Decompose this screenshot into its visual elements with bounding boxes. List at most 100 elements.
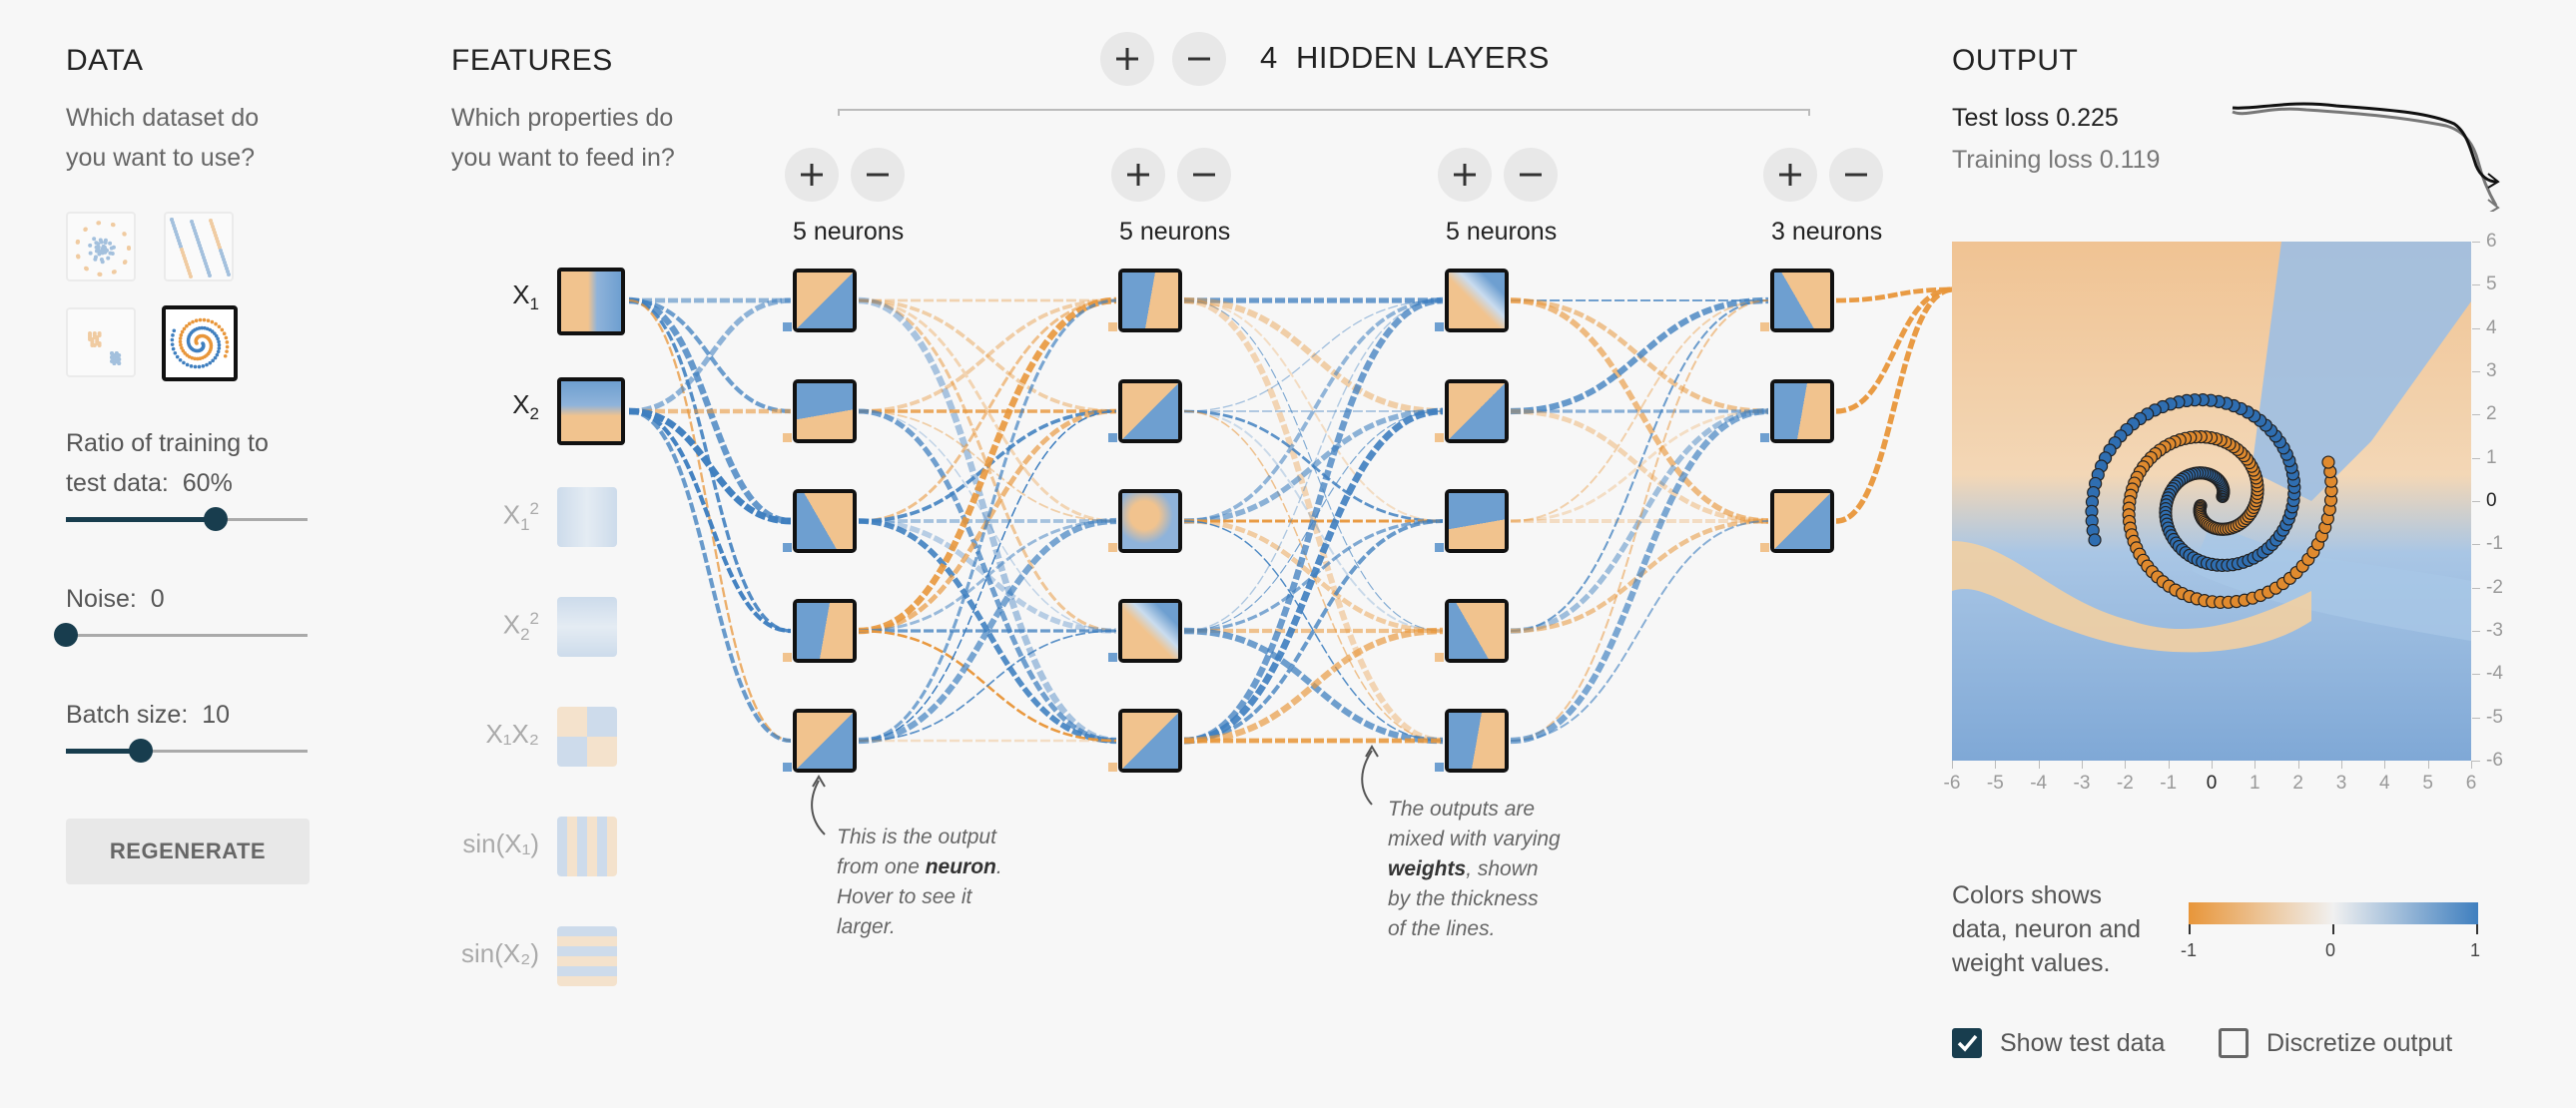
- feature-sin-x2[interactable]: [557, 926, 617, 986]
- neuron-bias[interactable]: [1108, 653, 1117, 662]
- feature-x1x2[interactable]: [557, 707, 617, 767]
- neuron-bias[interactable]: [1435, 433, 1444, 442]
- dataset-gaussian[interactable]: [66, 307, 136, 377]
- feature-x2-squared[interactable]: [557, 597, 617, 657]
- dataset-circle[interactable]: [66, 212, 136, 281]
- weight-link[interactable]: [1835, 286, 1954, 303]
- layer3-remove-neuron-button[interactable]: [1504, 148, 1558, 202]
- ratio-slider[interactable]: [66, 499, 308, 539]
- batch-slider-thumb[interactable]: [129, 739, 154, 763]
- weight-link[interactable]: [858, 298, 1117, 413]
- weight-link[interactable]: [628, 297, 792, 414]
- weight-link[interactable]: [858, 298, 1117, 743]
- discretize-output-checkbox[interactable]: [2219, 1028, 2249, 1058]
- neuron-layer2-2[interactable]: [1118, 379, 1182, 443]
- layer4-remove-neuron-button[interactable]: [1829, 148, 1883, 202]
- neuron-layer2-4[interactable]: [1118, 599, 1182, 663]
- neuron-layer2-3[interactable]: [1118, 489, 1182, 553]
- weight-link[interactable]: [1510, 407, 1769, 745]
- weight-link[interactable]: [858, 296, 1117, 635]
- weight-link[interactable]: [628, 298, 792, 633]
- neuron-bias[interactable]: [783, 653, 792, 662]
- feature-sin-x1[interactable]: [557, 817, 617, 876]
- discretize-output-toggle[interactable]: Discretize output: [2219, 1028, 2452, 1058]
- feature-x1-squared[interactable]: [557, 487, 617, 547]
- neuron-layer3-1[interactable]: [1445, 269, 1509, 332]
- neuron-bias[interactable]: [1760, 433, 1769, 442]
- neuron-bias[interactable]: [1760, 322, 1769, 331]
- weight-link[interactable]: [1183, 298, 1444, 523]
- weight-link[interactable]: [1510, 298, 1769, 633]
- layer4-add-neuron-button[interactable]: [1763, 148, 1817, 202]
- ratio-slider-thumb[interactable]: [204, 507, 229, 531]
- neuron-bias[interactable]: [1108, 543, 1117, 552]
- weight-link[interactable]: [1183, 296, 1444, 415]
- neuron-layer1-4[interactable]: [793, 599, 857, 663]
- layer2-remove-neuron-button[interactable]: [1177, 148, 1231, 202]
- neuron-bias[interactable]: [1760, 543, 1769, 552]
- weight-link[interactable]: [1183, 296, 1444, 745]
- neuron-layer1-5[interactable]: [793, 709, 857, 773]
- weight-link[interactable]: [1510, 298, 1769, 743]
- remove-layer-button[interactable]: [1172, 32, 1226, 86]
- weight-link[interactable]: [628, 297, 792, 414]
- weight-link[interactable]: [858, 298, 1117, 413]
- feature-x1[interactable]: [557, 268, 625, 335]
- dataset-xor[interactable]: [164, 212, 234, 281]
- layer3-add-neuron-button[interactable]: [1438, 148, 1492, 202]
- neuron-bias[interactable]: [783, 763, 792, 772]
- weight-link[interactable]: [1835, 286, 1954, 414]
- neuron-bias[interactable]: [783, 433, 792, 442]
- batch-slider[interactable]: [66, 731, 308, 771]
- neuron-layer1-2[interactable]: [793, 379, 857, 443]
- weight-link[interactable]: [1183, 299, 1444, 412]
- neuron-bias[interactable]: [1435, 763, 1444, 772]
- weight-link[interactable]: [858, 630, 1117, 742]
- weight-link[interactable]: [858, 298, 1117, 523]
- neuron-bias[interactable]: [1435, 543, 1444, 552]
- weight-link[interactable]: [1510, 520, 1769, 742]
- weight-link[interactable]: [1183, 407, 1444, 745]
- weight-link[interactable]: [858, 517, 1117, 745]
- weight-link[interactable]: [1183, 299, 1444, 632]
- noise-slider[interactable]: [54, 615, 308, 655]
- feature-x2[interactable]: [557, 377, 625, 445]
- neuron-bias[interactable]: [1108, 433, 1117, 442]
- layer2-add-neuron-button[interactable]: [1111, 148, 1165, 202]
- neuron-bias[interactable]: [1108, 763, 1117, 772]
- neuron-layer4-3[interactable]: [1770, 489, 1834, 553]
- weight-link[interactable]: [1835, 286, 1954, 524]
- layer1-add-neuron-button[interactable]: [785, 148, 839, 202]
- weight-link[interactable]: [1183, 408, 1444, 524]
- neuron-layer2-5[interactable]: [1118, 709, 1182, 773]
- neuron-bias[interactable]: [1435, 322, 1444, 331]
- weight-link[interactable]: [628, 408, 792, 634]
- layer1-remove-neuron-button[interactable]: [851, 148, 905, 202]
- add-layer-button[interactable]: [1100, 32, 1154, 86]
- neuron-bias[interactable]: [1108, 322, 1117, 331]
- weight-link[interactable]: [858, 410, 1117, 742]
- neuron-layer3-2[interactable]: [1445, 379, 1509, 443]
- neuron-layer3-5[interactable]: [1445, 709, 1509, 773]
- neuron-bias[interactable]: [783, 543, 792, 552]
- weight-link[interactable]: [1510, 297, 1769, 524]
- weight-link[interactable]: [1183, 298, 1444, 523]
- regenerate-button[interactable]: REGENERATE: [66, 819, 310, 884]
- weight-link[interactable]: [628, 407, 792, 525]
- neuron-layer1-3[interactable]: [793, 489, 857, 553]
- show-test-data-checkbox[interactable]: [1952, 1028, 1982, 1058]
- noise-slider-thumb[interactable]: [54, 623, 78, 647]
- show-test-data-toggle[interactable]: Show test data: [1952, 1028, 2165, 1058]
- neuron-layer3-3[interactable]: [1445, 489, 1509, 553]
- neuron-bias[interactable]: [783, 322, 792, 331]
- weight-link[interactable]: [1510, 296, 1769, 415]
- neuron-layer4-1[interactable]: [1770, 269, 1834, 332]
- neuron-layer4-2[interactable]: [1770, 379, 1834, 443]
- weight-link[interactable]: [1183, 627, 1444, 745]
- neuron-layer2-1[interactable]: [1118, 269, 1182, 332]
- neuron-layer3-4[interactable]: [1445, 599, 1509, 663]
- neuron-bias[interactable]: [1435, 653, 1444, 662]
- neuron-layer1-1[interactable]: [793, 269, 857, 332]
- weight-link[interactable]: [628, 408, 792, 744]
- weight-link[interactable]: [1183, 519, 1444, 743]
